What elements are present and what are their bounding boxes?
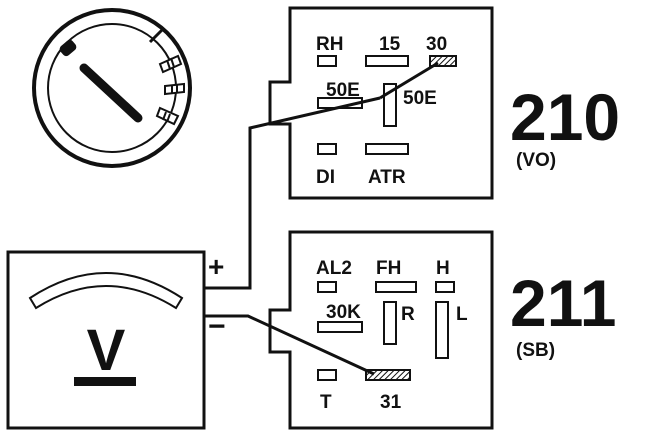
terminal-30-slot <box>429 55 457 67</box>
terminal-atr-slot <box>365 143 409 155</box>
terminal-r-label: R <box>401 304 415 325</box>
terminal-rh-slot <box>317 55 337 67</box>
negative-lead-wire <box>204 314 375 376</box>
relay-210-code: (VO) <box>516 150 556 171</box>
terminal-31-label: 31 <box>380 392 402 413</box>
ignition-switch-icon <box>32 8 192 168</box>
terminal-di-label: DI <box>316 167 335 188</box>
positive-lead-wire <box>204 96 381 290</box>
terminal-t-label: T <box>320 392 332 413</box>
terminal-50e-left-label: 50E <box>326 80 360 101</box>
terminal-30-label: 30 <box>426 34 447 55</box>
terminal-al2-slot <box>317 281 337 293</box>
terminal-di-slot <box>317 143 337 155</box>
terminal-h-slot <box>435 281 455 293</box>
terminal-al2-label: AL2 <box>316 258 352 279</box>
terminal-l-label: L <box>456 304 468 325</box>
negative-terminal-label: − <box>208 310 226 343</box>
relay-210-number: 210 <box>510 80 620 154</box>
terminal-t-slot <box>317 369 337 381</box>
terminal-atr-label: ATR <box>368 167 406 188</box>
positive-terminal-label: + <box>208 251 224 282</box>
terminal-r-slot <box>383 301 397 345</box>
terminal-50e-right-label: 50E <box>403 88 437 109</box>
terminal-rh-label: RH <box>316 34 343 55</box>
terminal-31-slot <box>365 369 411 381</box>
terminal-fh-slot <box>375 281 417 293</box>
terminal-30k-label: 30K <box>326 302 361 323</box>
terminal-30k-slot <box>317 321 363 333</box>
relay-211-panel: AL2 FH H 30K R L T 31 <box>268 230 494 430</box>
relay-210-panel: RH 15 30 50E 50E DI ATR <box>268 6 494 200</box>
voltmeter-symbol: V <box>87 318 126 383</box>
relay-211-code: (SB) <box>516 340 555 361</box>
terminal-l-slot <box>435 301 449 359</box>
meter-base-bar <box>74 377 136 386</box>
relay-211-number: 211 <box>510 266 616 340</box>
terminal-fh-label: FH <box>376 258 401 279</box>
meter-scale-arc <box>28 272 184 310</box>
terminal-15-label: 15 <box>379 34 401 55</box>
positive-lead-wire-end <box>379 61 439 100</box>
voltmeter: V <box>6 250 206 430</box>
terminal-15-slot <box>365 55 409 67</box>
terminal-h-label: H <box>436 258 450 279</box>
